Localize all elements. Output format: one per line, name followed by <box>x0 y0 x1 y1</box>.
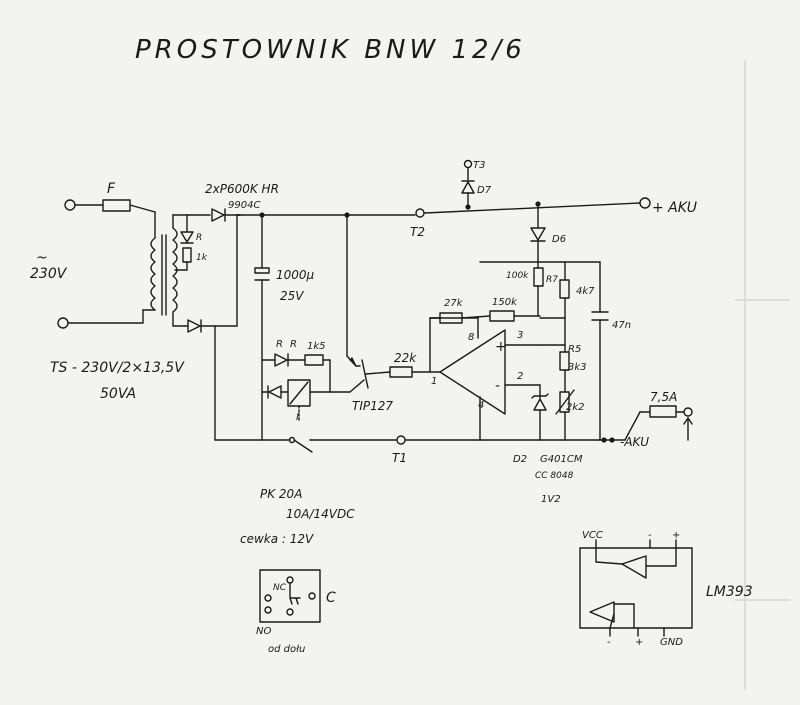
zener-part: G401CM <box>540 454 583 465</box>
resistor-2k2-label: 2k2 <box>566 402 585 413</box>
comparator-pin-minus: 2 <box>517 371 523 382</box>
comparator-minus: - <box>495 378 500 394</box>
negative-output: 7,5A -AKU <box>599 390 693 449</box>
relay-mark: I <box>296 412 299 423</box>
terminal-minus-label: -AKU <box>620 435 649 449</box>
diode-d7-label: D7 <box>477 185 492 196</box>
zener-d2: D2 G401CM CC 8048 1V2 <box>513 384 583 505</box>
mains-voltage: 230V <box>30 266 68 282</box>
test-point-t3: T3 <box>473 160 485 171</box>
lm393-pinout: VCC - + - + GND LM393 <box>579 530 753 648</box>
comparator: + - 1 3 2 4 8 <box>429 317 541 441</box>
comparator-plus: + <box>495 339 507 355</box>
capacitor-1000u: 1000µ 25V <box>254 214 315 441</box>
relay-pin-c: C <box>326 590 336 606</box>
lm393-gnd: GND <box>660 637 683 648</box>
lm393-vcc: VCC <box>582 530 603 541</box>
resistor-r7-label: R7 <box>546 275 558 285</box>
lm393-bottom-plus: + <box>635 637 643 648</box>
page-title: PROSTOWNIK BNW 12/6 <box>135 35 526 65</box>
capacitor-voltage: 25V <box>280 289 304 303</box>
diode-d6-label: D6 <box>552 234 566 245</box>
mains-input: ~ 230V <box>30 199 156 329</box>
feedback-resistors: 27k 150k <box>429 297 541 324</box>
resistor-27k-label: 27k <box>444 298 464 309</box>
zener-code: CC 8048 <box>535 471 574 481</box>
comparator-pin-gnd: 4 <box>478 400 484 411</box>
transistor-label: TIP127 <box>352 399 393 413</box>
resistor-150k-label: 150k <box>492 297 518 308</box>
diode-bridge-part: 2xP600K HR <box>205 182 279 196</box>
voltage-divider: D6 100k R7 4k7 R5 3k3 2k2 <box>479 203 601 441</box>
relay-branch: R R 1k5 I <box>261 339 351 453</box>
fuse-input: F <box>102 181 131 212</box>
relay-spec: PK 20A 10A/14VDC cewka : 12V <box>240 487 355 546</box>
indicator-r2: 1k <box>196 253 208 263</box>
terminal-plus-label: + AKU <box>652 200 697 216</box>
comparator-pin-out: 1 <box>431 376 437 387</box>
lm393-name: LM393 <box>706 584 753 600</box>
fuse-label: F <box>107 181 116 197</box>
lm393-top-plus: + <box>672 530 680 541</box>
mains-symbol: ~ <box>36 250 48 266</box>
resistor-r5-label: R5 <box>568 344 581 355</box>
paper-marks <box>735 60 790 690</box>
d7-branch: T3 D7 <box>461 159 492 208</box>
mains-indicator: R 1k <box>174 214 208 271</box>
output-fuse-label: 7,5A <box>650 390 677 404</box>
resistor-3k3-label: 3k3 <box>568 362 587 373</box>
transformer: TS - 230V/2×13,5V 50VA <box>50 214 211 402</box>
transformer-spec: TS - 230V/2×13,5V <box>50 360 185 376</box>
resistor-100k-label: 100k <box>506 271 529 281</box>
relay-pin-nc: NC <box>273 583 287 593</box>
test-point-t2: T2 <box>410 225 425 239</box>
relay-part: PK 20A <box>260 487 302 501</box>
zener-label: D2 <box>513 454 527 465</box>
resistor-22k-label: 22k <box>394 351 417 365</box>
test-point-t1: T1 <box>392 451 407 465</box>
lm393-top-minus: - <box>648 530 652 541</box>
transformer-power: 50VA <box>100 386 136 402</box>
comparator-pin-vcc: 8 <box>468 332 474 343</box>
relay-pinout: NC NO C od dołu <box>256 569 336 655</box>
ground-rail: T1 <box>214 325 601 465</box>
rectifier-diodes: 2xP600K HR 9904C <box>184 182 279 333</box>
relay-pin-no: NO <box>256 626 271 637</box>
zener-voltage: 1V2 <box>541 494 561 505</box>
resistor-4k7-label: 4k7 <box>576 286 595 297</box>
capacitor-value: 1000µ <box>276 268 315 282</box>
relay-coil: cewka : 12V <box>240 532 314 546</box>
led-r1: R <box>276 339 283 350</box>
led-resistor: 1k5 <box>307 341 326 352</box>
diode-bridge-code: 9904C <box>228 200 260 211</box>
lm393-bottom-minus: - <box>607 637 611 648</box>
indicator-r1: R <box>196 233 202 243</box>
resistor-22k: 22k <box>389 351 441 378</box>
led-r2: R <box>290 339 297 350</box>
relay-pinout-caption: od dołu <box>268 644 305 655</box>
relay-rating: 10A/14VDC <box>286 507 355 521</box>
positive-rail: T2 + AKU <box>236 197 697 239</box>
capacitor-47n-label: 47n <box>612 320 631 331</box>
comparator-pin-plus: 3 <box>517 330 523 341</box>
transistor-tip127: TIP127 <box>346 214 393 413</box>
capacitor-47n: 47n <box>591 261 631 441</box>
